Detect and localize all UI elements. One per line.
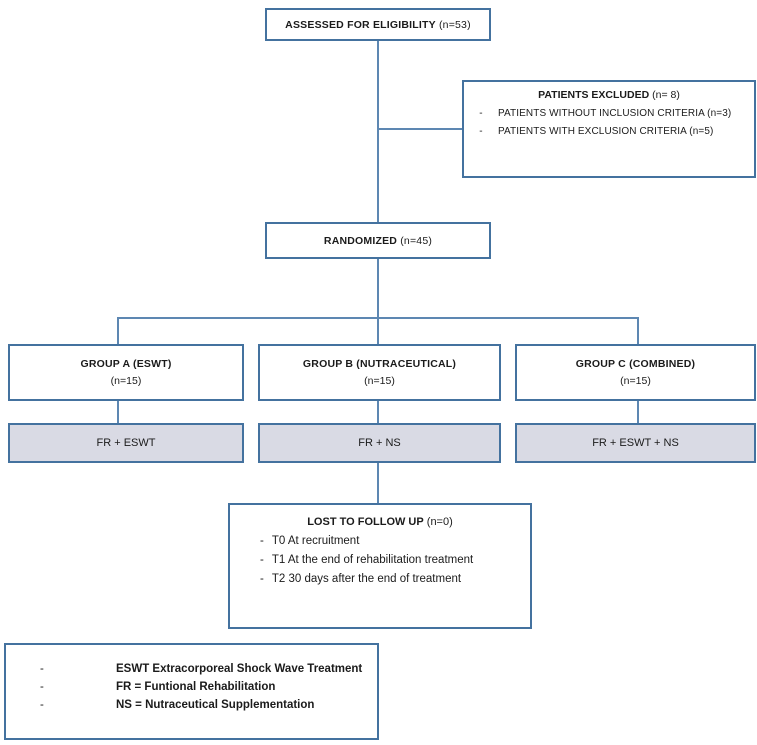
group-a-box: GROUP A (ESWT) (n=15) (8, 344, 244, 401)
connector-randomized-to-branch (377, 258, 379, 318)
legend-item-text: ESWT Extracorporeal Shock Wave Treatment (116, 663, 363, 675)
lost-item-text: T1 At the end of rehabilitation treatmen… (271, 554, 474, 566)
branch-drop-group-b (377, 317, 379, 344)
treatment-b-label: FR + NS (358, 437, 401, 449)
connector-assessed-to-randomized (377, 41, 379, 223)
dash-bullet: - (479, 126, 483, 137)
treatment-c-box: FR + ESWT + NS (515, 423, 756, 463)
legend-item: - NS = Nutraceutical Supplementation (6, 699, 377, 711)
connector-group-b-to-treatment (377, 400, 379, 423)
group-c-n: (n=15) (620, 375, 651, 387)
lost-item: - T2 30 days after the end of treatment (260, 573, 530, 585)
connector-group-a-to-treatment (117, 400, 119, 423)
connector-to-excluded (378, 128, 462, 130)
excluded-item-text: PATIENTS WITH EXCLUSION CRITERIA (n=5) (498, 126, 714, 137)
excluded-title: PATIENTS EXCLUDED (n= 8) (538, 89, 680, 101)
legend-item: - ESWT Extracorporeal Shock Wave Treatme… (6, 663, 377, 675)
assessed-box: ASSESSED FOR ELIGIBILITY (n=53) (265, 8, 491, 41)
lost-item: - T1 At the end of rehabilitation treatm… (260, 554, 530, 566)
dash-bullet: - (479, 108, 483, 119)
legend-item-text: FR = Funtional Rehabilitation (116, 681, 276, 693)
group-a-n: (n=15) (110, 375, 142, 387)
treatment-a-box: FR + ESWT (8, 423, 244, 463)
dash-bullet: - (260, 535, 264, 547)
excluded-item: - PATIENTS WITH EXCLUSION CRITERIA (n=5) (464, 126, 754, 137)
dash-bullet: - (260, 573, 264, 585)
lost-to-follow-up-box: LOST TO FOLLOW UP (n=0) - T0 At recruitm… (228, 503, 532, 629)
group-b-n: (n=15) (364, 375, 395, 387)
lost-item-text: T2 30 days after the end of treatment (271, 573, 462, 585)
dash-bullet: - (260, 554, 264, 566)
group-c-label: GROUP C (COMBINED) (575, 358, 696, 370)
lost-title: LOST TO FOLLOW UP (n=0) (307, 516, 453, 528)
excluded-box: PATIENTS EXCLUDED (n= 8) - PATIENTS WITH… (462, 80, 756, 178)
connector-group-c-to-treatment (637, 400, 639, 423)
treatment-c-label: FR + ESWT + NS (592, 437, 679, 449)
treatment-b-box: FR + NS (258, 423, 501, 463)
legend-box: - ESWT Extracorporeal Shock Wave Treatme… (4, 643, 379, 740)
dash-bullet: - (40, 699, 44, 711)
treatment-a-label: FR + ESWT (96, 437, 156, 449)
lost-item-text: T0 At recruitment (271, 535, 360, 547)
lost-item: - T0 At recruitment (260, 535, 530, 547)
excluded-item: - PATIENTS WITHOUT INCLUSION CRITERIA (n… (464, 108, 754, 119)
legend-item: - FR = Funtional Rehabilitation (6, 681, 377, 693)
assessed-label: ASSESSED FOR ELIGIBILITY (n=53) (285, 18, 471, 31)
branch-drop-group-c (637, 317, 639, 344)
legend-item-text: NS = Nutraceutical Supplementation (116, 699, 315, 711)
group-c-box: GROUP C (COMBINED) (n=15) (515, 344, 756, 401)
excluded-item-text: PATIENTS WITHOUT INCLUSION CRITERIA (n=3… (498, 108, 732, 119)
group-b-box: GROUP B (NUTRACEUTICAL) (n=15) (258, 344, 501, 401)
randomized-box: RANDOMIZED (n=45) (265, 222, 491, 259)
connector-treatment-to-lost (377, 462, 379, 503)
dash-bullet: - (40, 681, 44, 693)
branch-drop-group-a (117, 317, 119, 344)
randomized-label: RANDOMIZED (n=45) (323, 234, 433, 247)
group-a-label: GROUP A (ESWT) (80, 358, 172, 370)
group-b-label: GROUP B (NUTRACEUTICAL) (302, 358, 457, 370)
dash-bullet: - (40, 663, 44, 675)
